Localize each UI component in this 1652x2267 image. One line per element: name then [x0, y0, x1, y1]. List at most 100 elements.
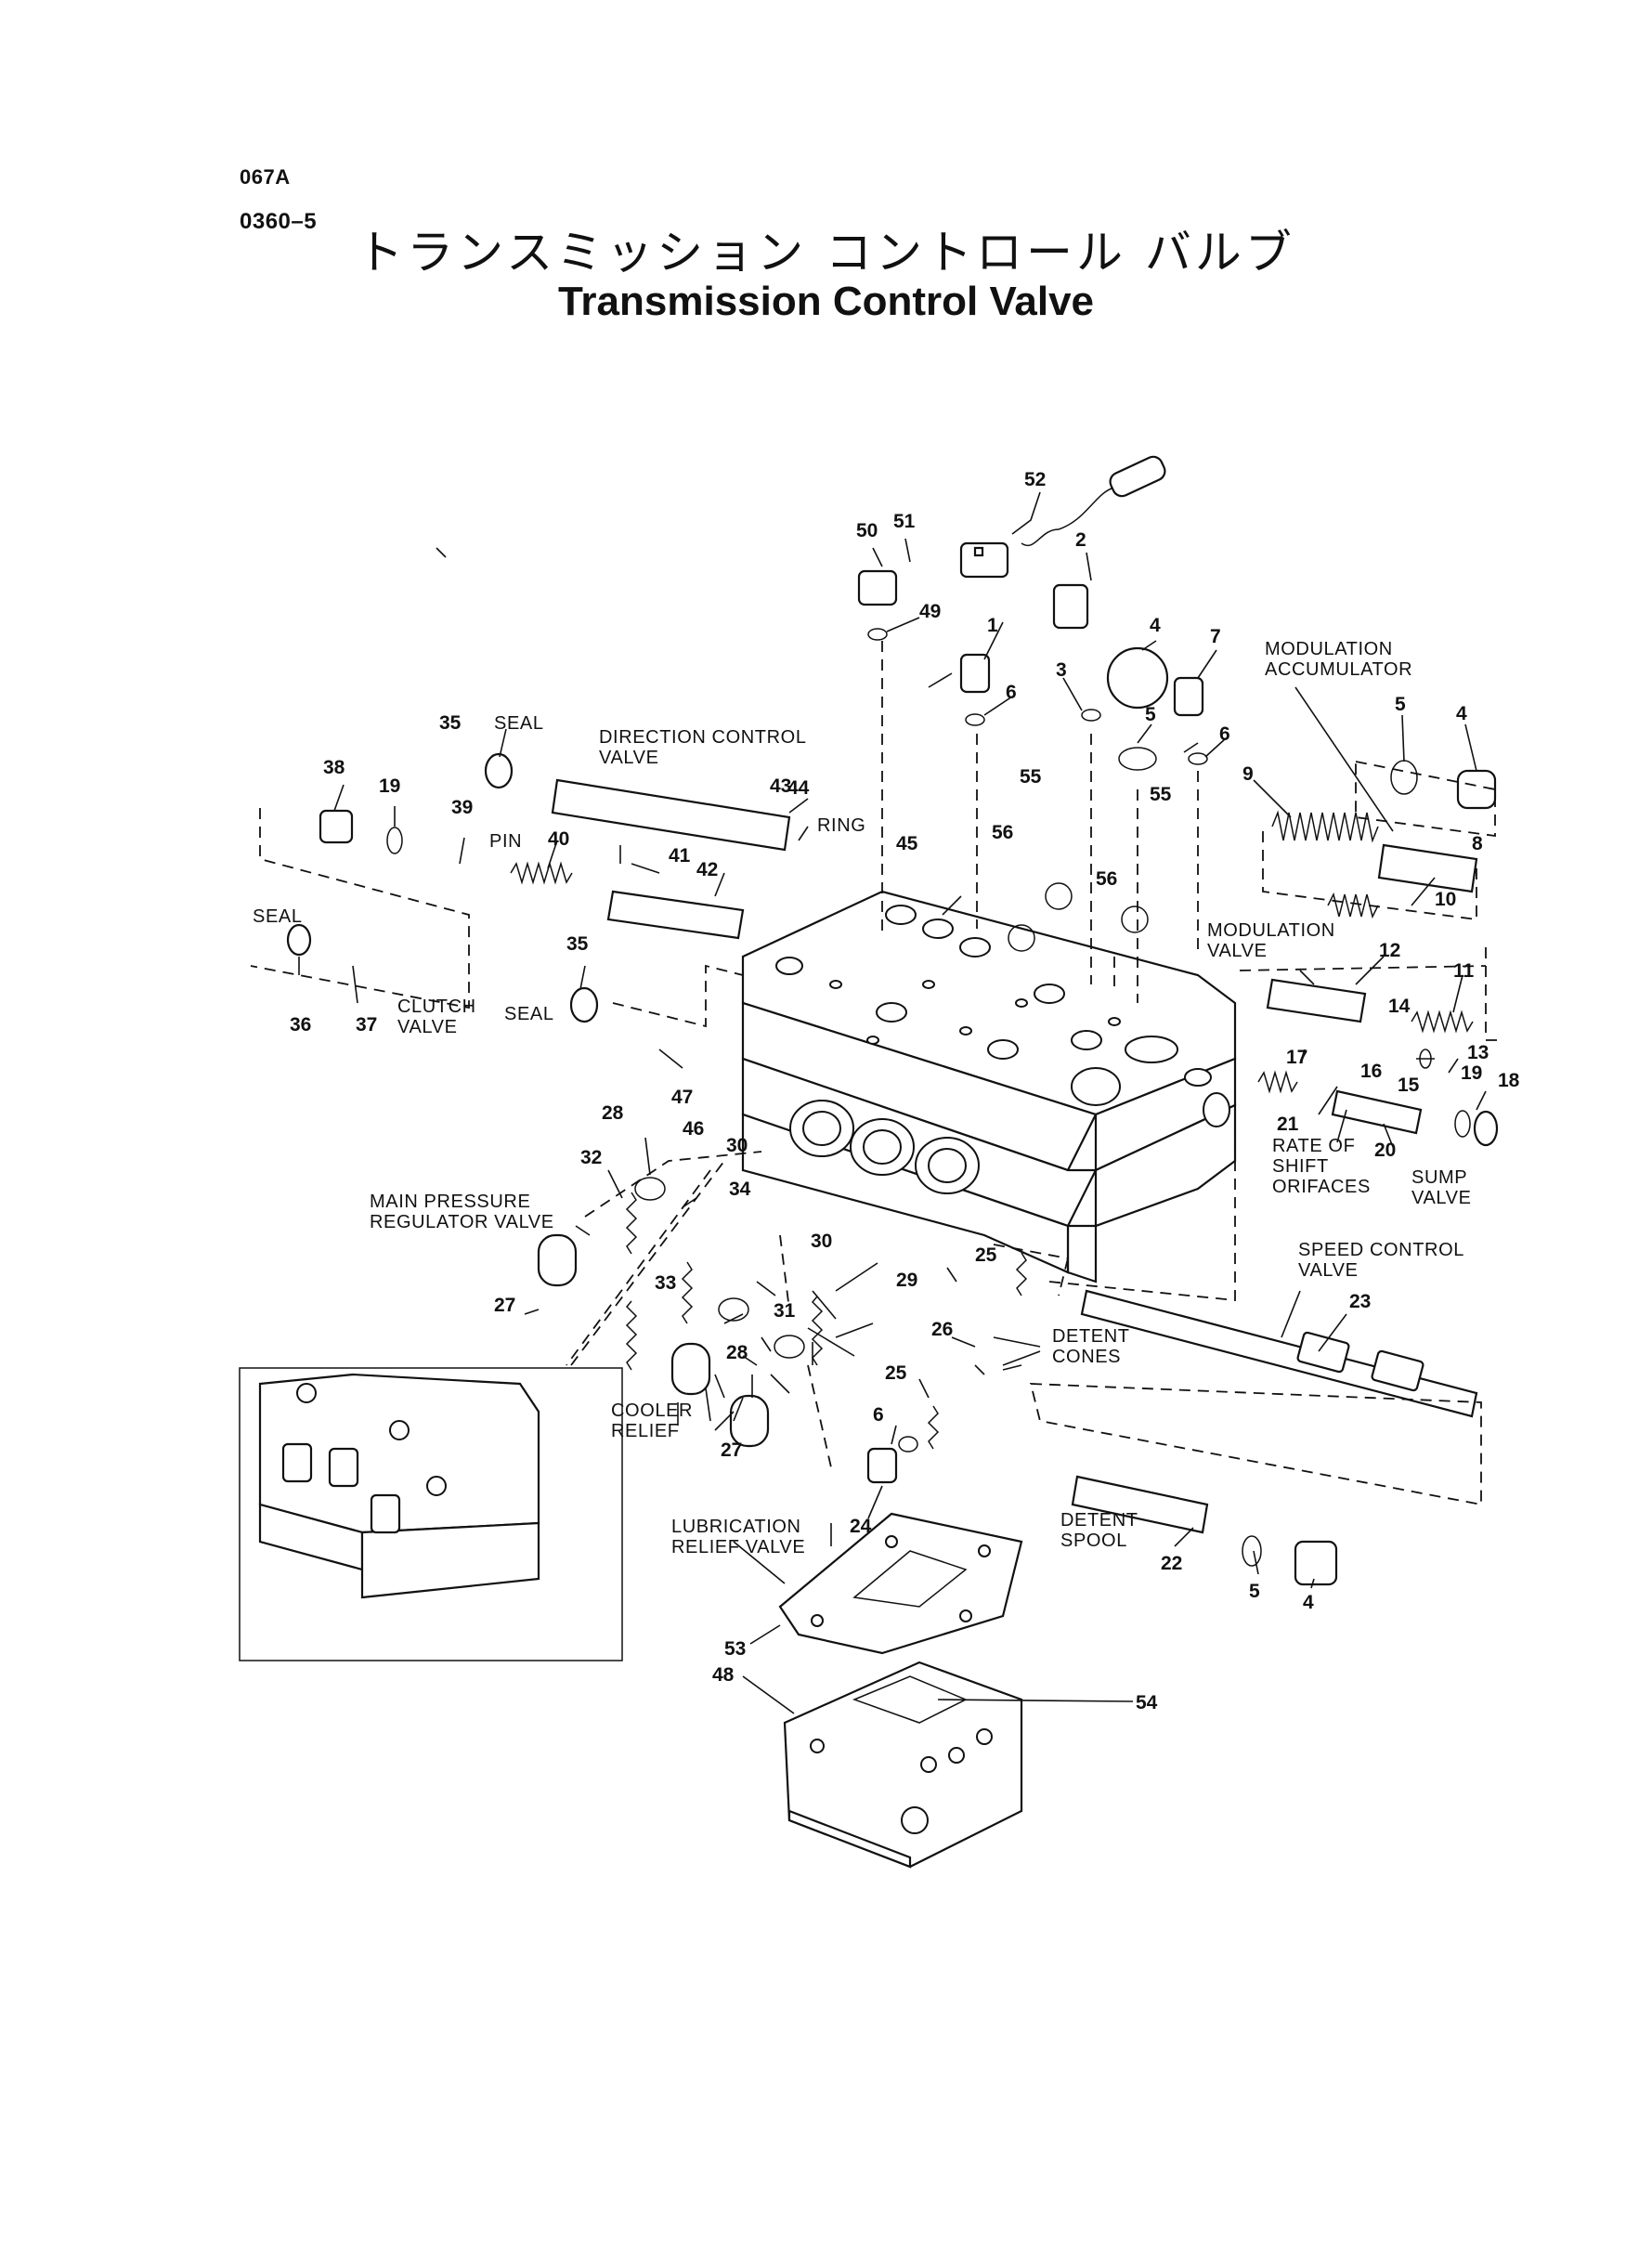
callout-30-a: 30: [726, 1135, 748, 1156]
callout-14: 14: [1388, 996, 1411, 1017]
callout-8: 8: [1472, 833, 1483, 854]
label-lubrication-2: RELIEF VALVE: [671, 1537, 805, 1557]
callout-42: 42: [696, 859, 718, 880]
callout-10: 10: [1435, 889, 1456, 910]
callout-1: 1: [987, 615, 998, 636]
label-cooler-relief-2: RELIEF: [611, 1421, 680, 1441]
callout-19-right: 19: [1461, 1062, 1482, 1084]
inset-view: [239, 1367, 623, 1661]
callout-25-top: 25: [975, 1244, 997, 1266]
label-sump-valve-2: VALVE: [1411, 1188, 1472, 1208]
callout-3: 3: [1056, 659, 1067, 681]
callout-5-low: 5: [1249, 1581, 1260, 1602]
callout-16: 16: [1360, 1061, 1382, 1082]
label-mod-valve-2: VALVE: [1207, 941, 1268, 961]
base-housing: [783, 1661, 1023, 1869]
label-direction-control-1: DIRECTION CONTROL: [599, 727, 807, 748]
callout-36: 36: [290, 1014, 311, 1036]
label-speed-control-2: VALVE: [1298, 1260, 1359, 1281]
callout-23: 23: [1349, 1291, 1371, 1312]
callout-28-top: 28: [602, 1102, 624, 1124]
label-ring: RING: [817, 815, 865, 836]
callout-39: 39: [451, 797, 473, 818]
leader-lines: [298, 491, 1487, 1714]
callout-26: 26: [931, 1319, 953, 1340]
callout-37: 37: [356, 1014, 377, 1036]
label-mod-accumulator-1: MODULATION: [1265, 639, 1393, 659]
callout-56-b: 56: [1096, 868, 1117, 890]
callout-9: 9: [1242, 763, 1254, 785]
callout-25-mid: 25: [885, 1362, 907, 1384]
label-pin: PIN: [489, 831, 522, 852]
callout-40: 40: [548, 828, 569, 850]
callout-45: 45: [896, 833, 918, 854]
separator-plate: [778, 1512, 1023, 1655]
page-code: 0360–5: [240, 209, 318, 234]
callout-5-right: 5: [1395, 694, 1406, 715]
label-mod-accumulator-2: ACCUMULATOR: [1265, 659, 1412, 680]
callout-52: 52: [1024, 469, 1046, 490]
label-seal-mid: SEAL: [504, 1004, 554, 1024]
callout-4-right: 4: [1456, 703, 1467, 724]
callout-50: 50: [856, 520, 878, 541]
callout-49: 49: [919, 601, 941, 622]
callout-48: 48: [712, 1664, 735, 1686]
callout-55-a: 55: [1020, 766, 1042, 788]
callout-30-b: 30: [811, 1231, 832, 1252]
assembly-lines: [250, 641, 1504, 1506]
callout-34: 34: [729, 1179, 751, 1200]
label-lubrication-1: LUBRICATION: [671, 1517, 801, 1537]
callout-7: 7: [1210, 626, 1221, 647]
label-sump-valve-1: SUMP: [1411, 1167, 1467, 1188]
callout-27-low: 27: [721, 1440, 742, 1461]
callout-41: 41: [669, 845, 691, 866]
label-rate-of-shift-1: RATE OF: [1272, 1136, 1355, 1156]
callout-12: 12: [1379, 940, 1400, 961]
modulation-accumulator-piston: [1377, 843, 1478, 893]
label-detent-spool-1: DETENT: [1060, 1510, 1138, 1531]
callout-55-b: 55: [1150, 784, 1172, 805]
callout-27-left: 27: [494, 1295, 515, 1316]
callout-20: 20: [1374, 1140, 1396, 1161]
callout-4-top: 4: [1150, 615, 1161, 636]
callout-47: 47: [671, 1087, 693, 1108]
modulation-valve-spool: [1266, 978, 1367, 1023]
callout-15: 15: [1398, 1075, 1420, 1096]
label-main-pressure-1: MAIN PRESSURE: [370, 1192, 530, 1212]
label-clutch-valve-1: CLUTCH: [397, 997, 476, 1017]
callout-44: 44: [787, 777, 810, 799]
callout-4-low: 4: [1303, 1592, 1314, 1613]
callout-11: 11: [1453, 960, 1475, 982]
detent-spool: [1071, 1475, 1209, 1534]
callout-18: 18: [1498, 1070, 1520, 1091]
label-main-pressure-2: REGULATOR VALVE: [370, 1212, 554, 1232]
label-direction-control-2: VALVE: [599, 748, 659, 768]
callout-35-top: 35: [439, 712, 462, 734]
callout-33: 33: [655, 1272, 676, 1294]
label-mod-valve-1: MODULATION: [1207, 920, 1335, 941]
label-detent-cones-2: CONES: [1052, 1347, 1121, 1367]
callout-6-low: 6: [873, 1404, 884, 1426]
title-english: Transmission Control Valve: [557, 279, 1095, 324]
callout-53: 53: [724, 1638, 746, 1660]
callout-35-mid: 35: [566, 933, 589, 955]
callout-21: 21: [1277, 1114, 1299, 1135]
document-code: 067A: [240, 165, 291, 189]
callout-13: 13: [1467, 1042, 1489, 1063]
callout-6-mid: 6: [1219, 723, 1230, 745]
callout-2: 2: [1075, 529, 1086, 551]
callout-6-top: 6: [1006, 682, 1017, 703]
callout-19-left: 19: [379, 775, 400, 797]
label-rate-of-shift-3: ORIFACES: [1272, 1177, 1371, 1197]
direction-valve-spool: [551, 778, 791, 852]
callout-54: 54: [1136, 1692, 1158, 1713]
callout-5-top: 5: [1145, 704, 1156, 725]
part-labels: SEAL DIRECTION CONTROL VALVE RING PIN SE…: [253, 639, 1472, 1557]
callout-17: 17: [1286, 1047, 1307, 1068]
callout-43: 43: [770, 775, 791, 797]
label-detent-cones-1: DETENT: [1052, 1326, 1130, 1347]
callout-51: 51: [893, 511, 916, 532]
label-rate-of-shift-2: SHIFT: [1272, 1156, 1329, 1177]
label-cooler-relief-1: COOLER: [611, 1401, 693, 1421]
